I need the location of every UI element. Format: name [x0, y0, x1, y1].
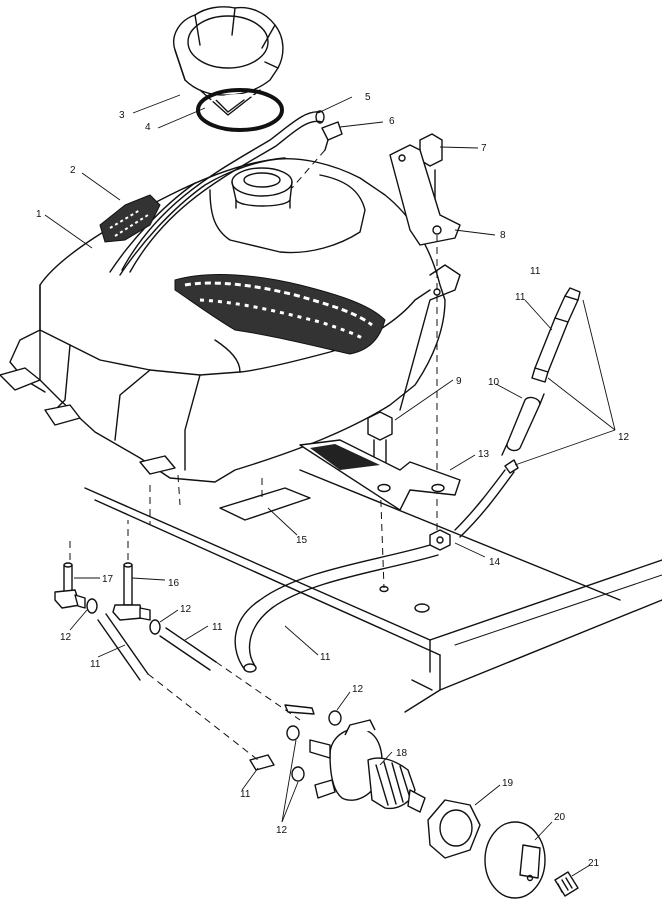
callout-6: 6 — [389, 116, 395, 127]
callout-18: 18 — [396, 748, 408, 759]
mount-bracket-bottom — [299, 439, 461, 511]
callout-11-c: 11 — [212, 622, 223, 633]
callout-12-d: 12 — [352, 684, 364, 695]
callout-13: 13 — [478, 449, 490, 460]
callout-11: 11 — [515, 292, 526, 303]
fuel-valve — [309, 719, 426, 813]
callout-9: 9 — [456, 376, 462, 387]
callout-11-f: 11 — [530, 266, 541, 277]
callout-2: 2 — [70, 165, 76, 176]
callout-4: 4 — [145, 122, 151, 133]
callout-1: 1 — [36, 209, 42, 220]
callout-12-c: 12 — [180, 604, 192, 615]
callout-12-e: 12 — [276, 825, 288, 836]
fuel-tee-fitting — [112, 520, 151, 621]
cap-gasket-ring — [196, 88, 284, 132]
callout-15: 15 — [296, 535, 308, 546]
fuel-filter — [501, 393, 545, 456]
hose-clamps — [86, 598, 342, 782]
callout-19: 19 — [502, 778, 514, 789]
callout-8: 8 — [500, 230, 506, 241]
callout-11-e: 11 — [240, 789, 251, 800]
callout-21: 21 — [588, 858, 600, 869]
callout-16: 16 — [168, 578, 180, 589]
leader-lines — [44, 94, 616, 877]
callout-14: 14 — [489, 557, 501, 568]
callout-3: 3 — [119, 110, 125, 121]
vent-fitting — [291, 121, 343, 189]
tank-pad — [219, 478, 311, 521]
valve-knob — [484, 821, 546, 899]
callout-17: 17 — [102, 574, 114, 585]
knob-screw — [554, 871, 579, 897]
callout-5: 5 — [365, 92, 371, 103]
lock-nut — [429, 529, 451, 551]
callout-7: 7 — [481, 143, 487, 154]
fuel-line-to-pump — [234, 459, 519, 673]
fuel-line-upper — [531, 287, 581, 383]
callout-11-b: 11 — [90, 659, 101, 670]
fuel-cap — [173, 6, 284, 116]
callout-11-d: 11 — [320, 652, 331, 663]
fuel-hoses-lower — [97, 613, 315, 771]
callout-10: 10 — [488, 377, 500, 388]
callout-20: 20 — [554, 812, 566, 823]
callout-numbers: 1 2 3 4 5 6 7 8 9 10 11 12 13 14 15 16 1… — [36, 92, 630, 869]
vent-hose — [121, 110, 325, 273]
callout-12-b: 12 — [60, 632, 72, 643]
fuel-elbow-fitting — [54, 474, 181, 609]
frame-rails — [84, 469, 662, 713]
valve-nut — [427, 799, 481, 859]
callout-12: 12 — [618, 432, 630, 443]
